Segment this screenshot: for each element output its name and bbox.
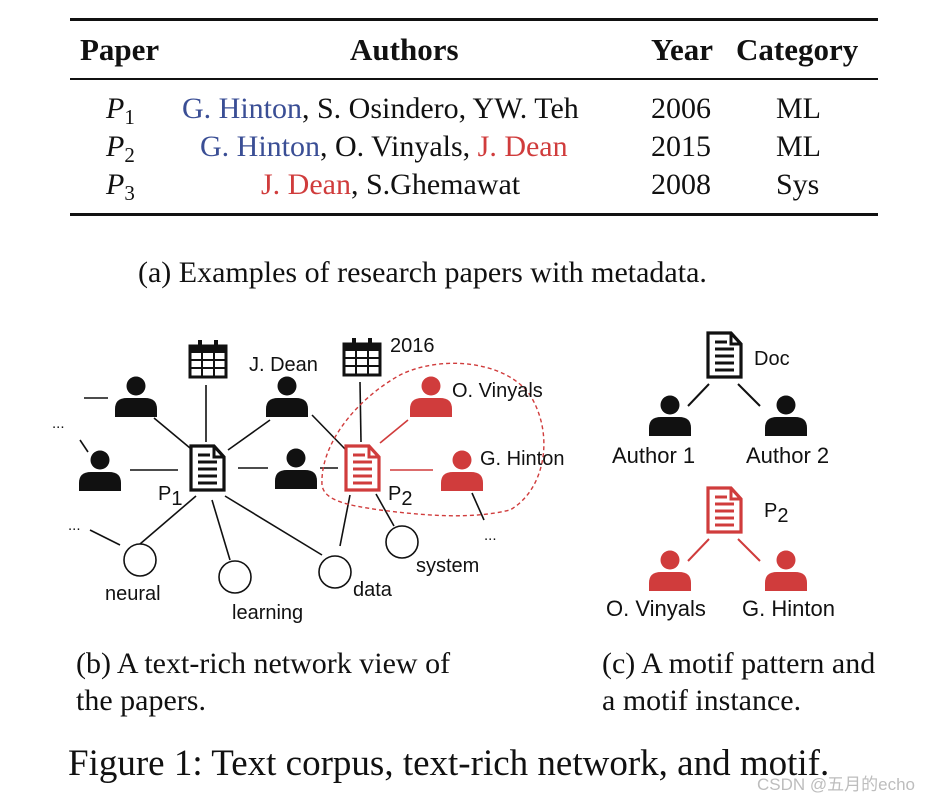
ellipsis-right: ... xyxy=(484,527,497,544)
header-category: Category xyxy=(736,32,859,67)
author-dean: J. Dean xyxy=(261,168,351,201)
author-dean: J. Dean xyxy=(477,130,568,163)
motif-instance-doc-icon xyxy=(706,486,743,534)
year-p3: 2008 xyxy=(651,168,711,201)
year-p1: 2006 xyxy=(651,92,711,125)
motif-label-doc: Doc xyxy=(754,348,790,370)
label-system: system xyxy=(416,555,479,577)
network-edges xyxy=(79,381,485,561)
word-node-learning xyxy=(218,560,252,594)
table-top-rule xyxy=(70,18,878,21)
header-authors: Authors xyxy=(350,32,459,67)
motif-label-author2: Author 2 xyxy=(746,443,829,468)
author-hinton: G. Hinton xyxy=(200,130,320,163)
table-bottom-rule xyxy=(70,213,878,216)
motif-instance-hinton-icon xyxy=(765,550,807,591)
motif-instance-vinyals-icon xyxy=(649,550,691,591)
caption-a: (a) Examples of research papers with met… xyxy=(138,256,707,289)
label-2016: 2016 xyxy=(390,335,435,357)
word-node-system xyxy=(385,525,419,559)
author-node-jdean-icon xyxy=(266,376,308,417)
label-p1: P1 xyxy=(158,483,182,510)
label-hinton: G. Hinton xyxy=(480,448,564,470)
author-rest: , S. Osindero, YW. Teh xyxy=(302,92,579,125)
header-paper: Paper xyxy=(80,32,160,67)
word-node-data xyxy=(318,555,352,589)
caption-c-line1: (c) A motif pattern and xyxy=(602,647,876,680)
category-p2: ML xyxy=(776,130,821,163)
authors-p3: J. Dean, S.Ghemawat xyxy=(261,166,520,204)
category-p1: ML xyxy=(776,92,821,125)
label-data: data xyxy=(353,579,393,601)
paper-id-p2: P2 xyxy=(106,130,135,167)
motif-author2-icon xyxy=(765,395,807,436)
header-year: Year xyxy=(651,32,713,67)
table-header-rule xyxy=(70,78,878,80)
motif-author1-icon xyxy=(649,395,691,436)
caption-b-line1: (b) A text-rich network view of xyxy=(76,647,451,680)
ellipsis-left-upper: ... xyxy=(52,415,65,432)
watermark: CSDN @五月的echo xyxy=(756,775,915,794)
author-node-icon xyxy=(79,450,121,491)
motif-instance-region xyxy=(321,362,545,517)
authors-p2: G. Hinton, O. Vinyals, J. Dean xyxy=(200,128,568,166)
motif-instance-edges xyxy=(687,538,761,562)
calendar-2016-icon xyxy=(342,336,382,377)
author-node-hinton-icon xyxy=(441,450,483,491)
caption-c-line2: a motif instance. xyxy=(602,684,802,717)
label-p2: P2 xyxy=(388,483,412,510)
year-p2: 2015 xyxy=(651,130,711,163)
network-edges-highlight xyxy=(379,419,433,471)
word-node-neural xyxy=(123,543,157,577)
author-node-vinyals-icon xyxy=(410,376,452,417)
ellipsis-left-lower: ... xyxy=(68,517,81,534)
motif-pattern-edges xyxy=(687,383,761,407)
label-learning: learning xyxy=(232,602,303,624)
author-rest: , S.Ghemawat xyxy=(350,168,521,201)
label-jdean: J. Dean xyxy=(249,354,318,376)
caption-b-line2: the papers. xyxy=(76,684,206,717)
motif-label-author1: Author 1 xyxy=(612,443,695,468)
figure-caption: Figure 1: Text corpus, text-rich network… xyxy=(68,743,830,784)
author-vinyals: , O. Vinyals, xyxy=(320,130,478,163)
authors-p1: G. Hinton, S. Osindero, YW. Teh xyxy=(182,90,579,128)
author-node-icon xyxy=(115,376,157,417)
category-p3: Sys xyxy=(776,168,820,201)
label-vinyals: O. Vinyals xyxy=(452,380,543,402)
motif-doc-icon xyxy=(706,331,743,379)
document-p2-icon xyxy=(344,444,381,492)
document-p1-icon xyxy=(189,444,226,492)
motif-label-vinyals: O. Vinyals xyxy=(606,596,706,621)
author-node-icon xyxy=(275,448,317,489)
calendar-icon xyxy=(188,338,228,379)
author-hinton: G. Hinton xyxy=(182,92,302,125)
motif-label-hinton: G. Hinton xyxy=(742,596,835,621)
label-neural: neural xyxy=(105,583,161,605)
paper-id-p1: P1 xyxy=(106,92,135,129)
motif-label-p2: P2 xyxy=(764,500,788,527)
paper-id-p3: P3 xyxy=(106,168,135,205)
